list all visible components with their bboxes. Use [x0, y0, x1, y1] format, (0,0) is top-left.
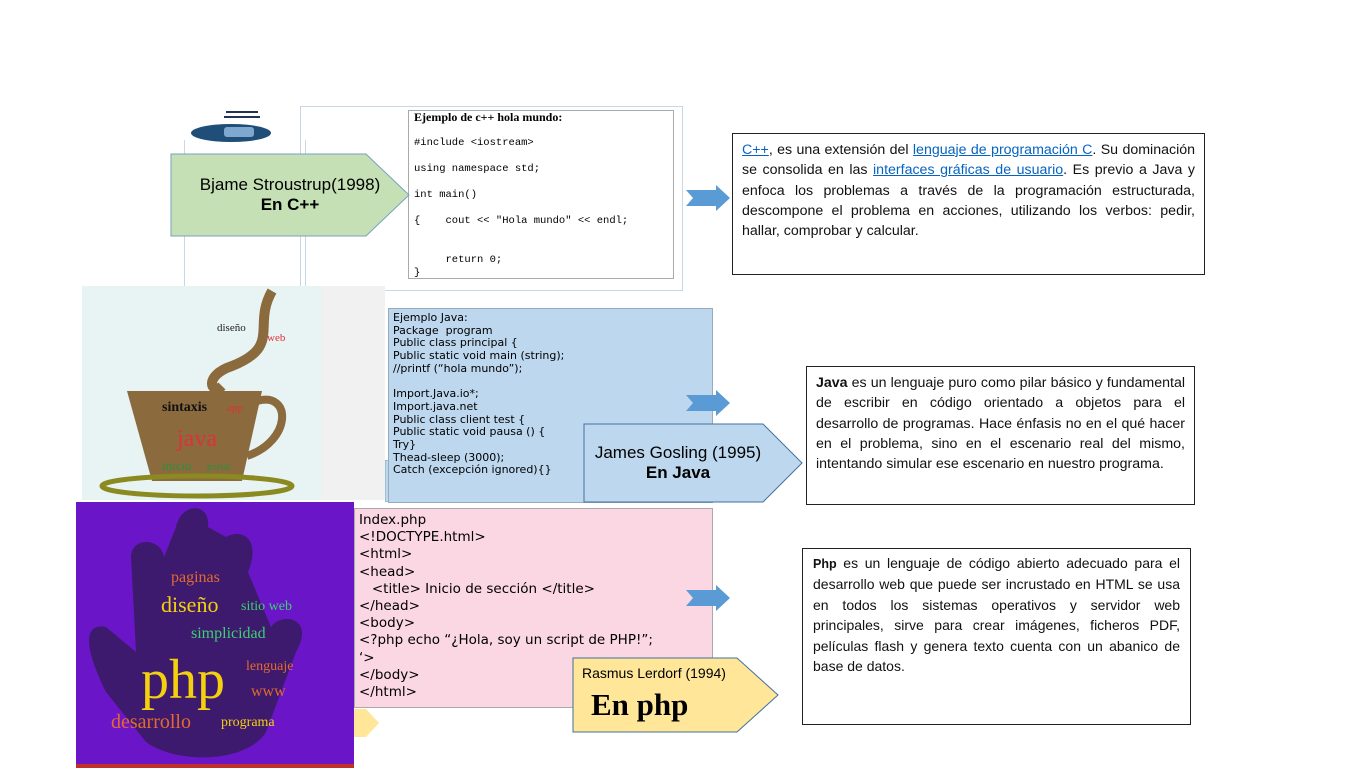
- text: . Es previo a Java y enfoca los problema…: [742, 162, 1195, 240]
- code-line: ‘>: [359, 649, 375, 666]
- php-author: Rasmus Lerdorf (1994): [582, 665, 726, 681]
- cpp-link[interactable]: C++: [742, 142, 769, 158]
- code-line: [414, 241, 668, 254]
- word: sintaxis: [162, 400, 208, 415]
- code-line: Public class principal {: [393, 336, 518, 350]
- word: www: [251, 683, 286, 700]
- arrow-right-icon: [686, 585, 730, 611]
- code-line: using namespace std;: [414, 163, 541, 175]
- java-author: James Gosling (1995): [594, 443, 762, 462]
- word: desarrollo: [111, 711, 191, 733]
- code-line: Try}: [393, 438, 417, 452]
- word: paginas: [171, 569, 220, 586]
- word: inicio: [162, 458, 192, 473]
- code-line: </body>: [359, 666, 420, 683]
- code-line: }: [414, 267, 421, 279]
- word: diseño: [217, 322, 246, 334]
- code-line: Thead-sleep (3000);: [393, 450, 505, 464]
- text: . Su dominación se consolida en las: [742, 142, 1195, 179]
- code-line: { cout << "Hola mundo" << endl;: [414, 215, 629, 227]
- cpp-logo: [186, 106, 301, 144]
- code-line: Ejemplo de c++ hola mundo:: [414, 110, 563, 124]
- arrow-right-icon: [686, 390, 730, 416]
- word: diseño: [161, 592, 218, 617]
- text: , es una extensión del: [768, 142, 913, 158]
- text: es un lenguaje de código abierto adecuad…: [813, 555, 1180, 675]
- code-line: return 0;: [414, 254, 503, 266]
- php-hand-image: paginas diseño sitio web simplicidad php…: [76, 502, 354, 764]
- java-keyword: Java: [816, 375, 848, 391]
- word: php: [141, 649, 225, 711]
- word: portal: [207, 462, 231, 473]
- java-coffee-image: diseño web sintaxis app java inicio port…: [82, 286, 385, 500]
- code-line: [414, 150, 668, 163]
- code-line: <title> Inicio de sección </title>: [359, 580, 595, 597]
- php-small-pentagon: [354, 709, 379, 737]
- word: programa: [221, 715, 275, 730]
- code-line: //printf (“hola mundo”);: [393, 361, 523, 375]
- cpp-description: C++, es una extensión del lenguaje de pr…: [732, 133, 1205, 275]
- code-line: Import.java.net: [393, 399, 478, 413]
- cpp-label: En C++: [260, 195, 320, 214]
- code-line: </head>: [359, 598, 420, 615]
- code-line: [414, 176, 668, 189]
- code-line: <?php echo “¿Hola, soy un script de PHP!…: [359, 632, 653, 649]
- code-line: Public class client test {: [393, 412, 526, 426]
- cpp-code-box: Ejemplo de c++ hola mundo: #include <ios…: [408, 110, 674, 279]
- word: web: [267, 332, 286, 344]
- gui-link[interactable]: interfaces gráficas de usuario: [873, 162, 1064, 179]
- c-language-link[interactable]: lenguaje de programación C: [912, 142, 1093, 158]
- code-line: #include <iostream>: [414, 137, 534, 149]
- code-line: Ejemplo Java:: [393, 311, 468, 324]
- code-line: </html>: [359, 684, 417, 701]
- code-line: <html>: [359, 546, 413, 563]
- php-description: Php es un lenguaje de código abierto ade…: [802, 548, 1191, 725]
- code-line: <!DOCTYPE.html>: [359, 529, 486, 546]
- java-label: En Java: [645, 463, 711, 482]
- cpp-author: Bjame Stroustrup(1998): [199, 175, 381, 194]
- code-line: Import.Java.io*;: [393, 387, 479, 401]
- code-line: Public static void main (string);: [393, 349, 565, 363]
- word: app: [227, 402, 243, 414]
- java-author-shape: James Gosling (1995) En Java: [583, 423, 803, 503]
- code-line: [414, 202, 668, 215]
- code-line: <head>: [359, 563, 416, 580]
- taskbar-strip: [76, 764, 354, 768]
- java-description: Java es un lenguaje puro como pilar bási…: [806, 366, 1195, 505]
- code-line: [414, 228, 668, 241]
- arrow-right-icon: [686, 185, 730, 211]
- code-line: <body>: [359, 615, 416, 632]
- cpp-author-shape: Bjame Stroustrup(1998) En C++: [170, 153, 410, 237]
- word: lenguaje: [246, 659, 293, 674]
- code-line: [414, 124, 668, 137]
- php-keyword: Php: [813, 557, 837, 571]
- word: simplicidad: [191, 625, 266, 642]
- code-line: Index.php: [359, 512, 427, 528]
- code-line: int main(): [414, 189, 478, 201]
- php-author-shape: Rasmus Lerdorf (1994) En php: [572, 657, 779, 733]
- code-line: Package program: [393, 323, 493, 337]
- word: sitio web: [241, 599, 292, 614]
- word: java: [176, 426, 217, 452]
- text: es un lenguaje puro como pilar básico y …: [816, 375, 1185, 473]
- code-line: Catch (excepción ignored){}: [393, 463, 552, 477]
- php-label: En php: [591, 687, 689, 722]
- code-line: Public static void pausa () {: [393, 425, 546, 439]
